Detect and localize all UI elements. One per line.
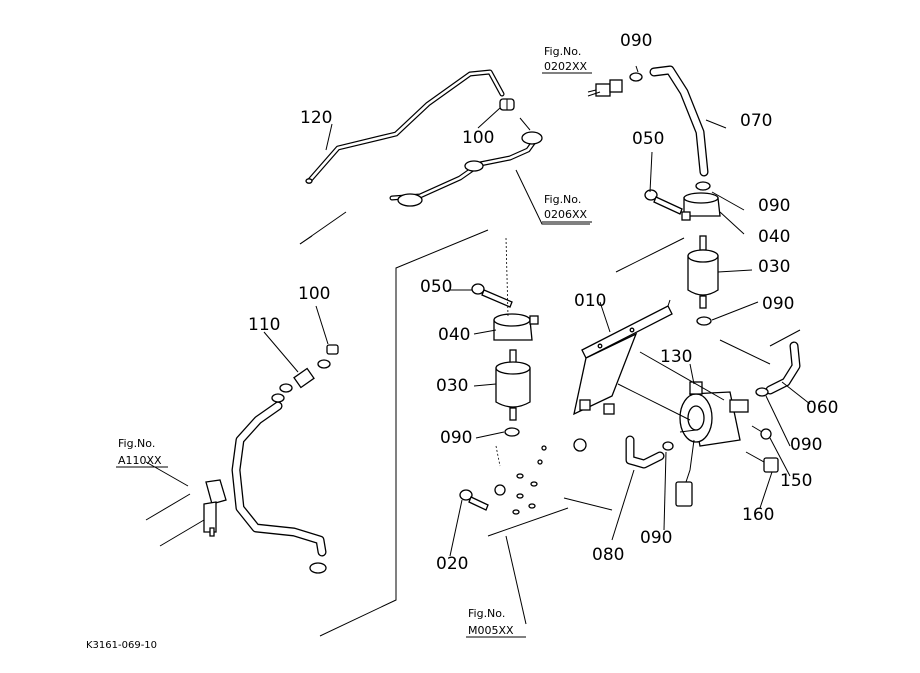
hose-060 <box>765 341 801 395</box>
clip-090-lower-left <box>504 427 520 437</box>
part-label-160: 160 <box>742 505 774 525</box>
leader-lines <box>145 65 811 637</box>
engine-block-fragment <box>494 445 547 515</box>
clip-090-right <box>755 387 769 397</box>
figure-ref-a110-line1: Fig.No. <box>118 437 155 450</box>
hose-080 <box>625 435 665 469</box>
bolt-050-left <box>471 283 513 308</box>
part-label-090-clip-upper: 090 <box>758 196 790 216</box>
figure-ref-0206-line2: 0206XX <box>544 208 588 221</box>
clamp-100-top <box>499 98 515 111</box>
filter-band-040-right <box>681 192 721 221</box>
fuel-pump-130 <box>675 381 749 507</box>
figure-ref-a110-line2: A110XX <box>118 454 162 467</box>
bracket-010 <box>573 305 673 416</box>
part-label-040-left: 040 <box>438 325 470 345</box>
part-labels: 090 120 100 070 050 090 040 030 090 010 … <box>248 31 838 574</box>
part-label-050-right: 050 <box>632 129 664 149</box>
figure-ref-0206: Fig.No. 0206XX <box>542 193 592 223</box>
part-label-090-right-hose: 090 <box>790 435 822 455</box>
part-label-080: 080 <box>592 545 624 565</box>
hose-070 <box>649 65 709 177</box>
figure-ref-a110: Fig.No. A110XX <box>116 437 168 468</box>
part-label-090-lower-left: 090 <box>440 428 472 448</box>
figure-ref-0202-line2: 0202XX <box>544 60 588 73</box>
part-label-120: 120 <box>300 108 332 128</box>
clip-left-bottom <box>309 562 327 574</box>
filter-band-040-left <box>493 313 539 341</box>
part-label-110: 110 <box>248 315 280 335</box>
part-label-070: 070 <box>740 111 772 131</box>
part-label-090-filter-bottom: 090 <box>762 294 794 314</box>
part-label-030-right: 030 <box>758 257 790 277</box>
figure-ref-0202-line1: Fig.No. <box>544 45 581 58</box>
figure-ref-0206-line1: Fig.No. <box>544 193 581 206</box>
part-label-030-left: 030 <box>436 376 468 396</box>
clip-090-lower-mid <box>662 441 674 451</box>
clip-left-hose <box>271 393 285 403</box>
bolt-150 <box>751 425 772 440</box>
connector-joint <box>587 72 643 97</box>
part-label-060: 060 <box>806 398 838 418</box>
part-label-010: 010 <box>574 291 606 311</box>
figure-ref-m005-line2: M005XX <box>468 624 514 637</box>
part-label-050-left: 050 <box>420 277 452 297</box>
part-label-090-top: 090 <box>620 31 652 51</box>
nut <box>573 438 587 452</box>
bolt-050-right <box>644 189 683 215</box>
figure-ref-m005-line1: Fig.No. <box>468 607 505 620</box>
clamp-100-left <box>326 344 339 355</box>
hose-bracket <box>203 479 227 537</box>
part-label-090-lower-mid: 090 <box>640 528 672 548</box>
fuel-filter-030-right <box>687 235 719 309</box>
figure-ref-0202: Fig.No. 0202XX <box>542 45 592 74</box>
part-label-100-left: 100 <box>298 284 330 304</box>
part-label-020: 020 <box>436 554 468 574</box>
part-label-040-right: 040 <box>758 227 790 247</box>
clip-090-filter <box>696 316 712 326</box>
drawing-code: K3161-069-10 <box>86 640 157 651</box>
part-label-100-top: 100 <box>462 128 494 148</box>
clip-090-upper <box>695 181 711 191</box>
fuel-filter-030-left <box>495 349 531 421</box>
injection-pipe-assembly <box>389 117 543 207</box>
left-fuel-hose <box>231 401 327 557</box>
return-pipe-120 <box>305 69 505 184</box>
part-label-150: 150 <box>780 471 812 491</box>
figure-ref-m005: Fig.No. M005XX <box>466 607 526 638</box>
part-label-130: 130 <box>660 347 692 367</box>
tank-outline <box>145 493 205 547</box>
bolt-020 <box>459 489 489 511</box>
bolt-160 <box>745 451 779 473</box>
joint-110 <box>279 359 331 393</box>
